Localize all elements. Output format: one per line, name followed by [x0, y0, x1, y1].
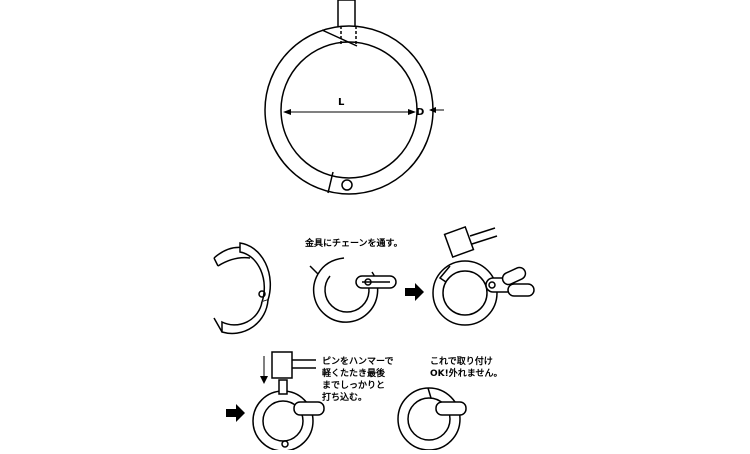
hammer-icon: [443, 226, 498, 258]
step5-chain-link: [435, 401, 467, 416]
step2-ring-top-left: [317, 257, 345, 275]
step5-joint: [427, 387, 432, 399]
step2-hinge-hole: [364, 278, 372, 286]
right-arrow-icon: [405, 283, 424, 301]
step5-caption: これで取り付け OK!外れません。: [430, 355, 502, 379]
step5-attached: [397, 387, 467, 451]
step3-chain-link-2: [501, 266, 527, 286]
dimension-arrow-left: [283, 109, 291, 115]
step4-chain-link: [293, 401, 325, 416]
step4-drive-pin: [252, 351, 325, 452]
step1-lower-tip: [213, 317, 223, 333]
step5-ring-inner: [407, 397, 451, 441]
step1-hinge-hole: [258, 290, 266, 298]
step1-hook-tip: [213, 257, 219, 267]
main-ring: [264, 0, 444, 195]
step3-hammer-chain: [432, 226, 535, 326]
step2-ring-tip: [309, 265, 319, 275]
step2-ring-inner: [324, 275, 370, 313]
step4-caption: ピンをハンマーで 軽くたたき最後 までしっかりと 打ち込む。: [322, 355, 397, 403]
ring-hole: [341, 179, 353, 191]
right-arrow-icon: [226, 404, 245, 422]
step3-chain-link-3: [507, 283, 535, 297]
dimension-arrow-d: [429, 107, 436, 113]
dimension-arrow-right: [408, 109, 416, 115]
ring-joint-top: [321, 29, 358, 47]
step2-chain-through: [309, 257, 397, 323]
step1-open-ring: [213, 242, 272, 335]
step3-ring-tip: [438, 265, 451, 283]
step1-hook-upper-inner: [217, 256, 251, 267]
step4-hammer-head: [271, 351, 293, 379]
dimension-label-d: D: [416, 107, 424, 118]
step4-down-arrow-head: [260, 376, 268, 384]
step2-caption: 金具にチェーンを通す。: [304, 237, 403, 249]
step4-pin: [278, 379, 288, 395]
step3-hinge-hole: [488, 281, 496, 289]
ring-joint-bottom: [327, 171, 334, 194]
step1-lower-arc: [221, 299, 269, 335]
step1-right-arc: [239, 242, 272, 304]
step3-ring-inner: [442, 270, 488, 316]
step4-hole: [281, 440, 289, 448]
dimension-label-l: L: [338, 97, 345, 108]
